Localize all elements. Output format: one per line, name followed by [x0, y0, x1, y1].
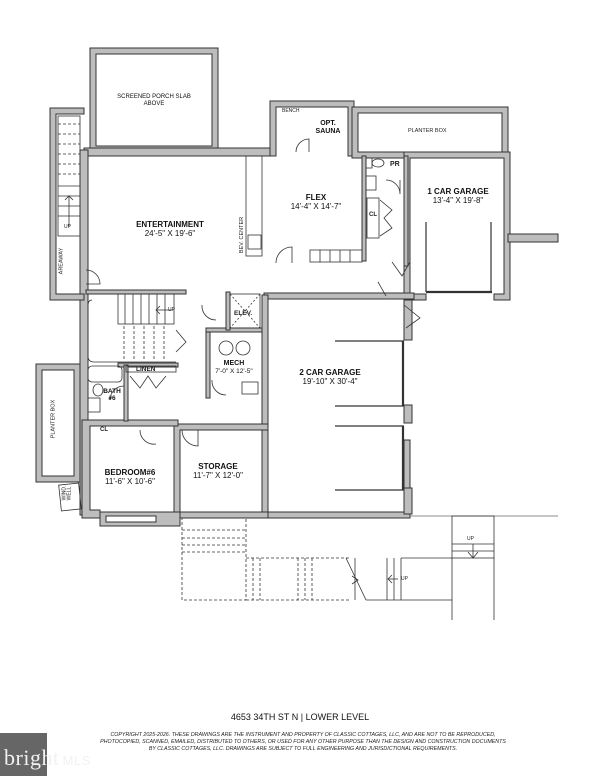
bath-sink — [87, 397, 101, 413]
room-label-flex: FLEX 14'-4" X 14'-7" — [290, 193, 342, 212]
interior-stair — [117, 293, 175, 325]
mech-left-wall — [205, 329, 211, 399]
room-label-bev-center: BEV. CENTER — [239, 216, 246, 254]
room-label-linen: LINEN — [136, 366, 156, 373]
room-label-bedroom: BEDROOM#6 11'-6" X 10'-6" — [104, 468, 156, 487]
door-swing-garage2 — [377, 281, 421, 329]
bath-toilet — [92, 383, 104, 397]
mech-unit — [241, 381, 259, 395]
linen-wall — [117, 362, 179, 368]
flex-cabinets — [309, 249, 363, 263]
water-heater-1 — [218, 340, 234, 356]
bath-right-wall — [123, 364, 129, 422]
elevator-shaft — [229, 293, 261, 329]
room-label-planter-top: PLANTER BOX — [408, 128, 447, 134]
door-swing-sauna — [295, 138, 310, 153]
bev-center-fridge — [247, 234, 262, 250]
room-label-planter-left: PLANTER BOX — [50, 399, 57, 439]
stair-up-label-areaway: UP — [64, 224, 71, 230]
bright-mls-badge — [0, 733, 47, 776]
room-label-bath: BATH #6 — [103, 388, 121, 403]
door-swing-garage1 — [391, 261, 411, 277]
bev-center-counter — [245, 155, 263, 257]
plan-title: 4653 34TH ST N | LOWER LEVEL — [230, 712, 370, 722]
mech-top-wall — [205, 327, 263, 333]
door-swing-elev — [201, 304, 217, 321]
door-swing-mech — [211, 379, 227, 396]
door-swing-flex — [275, 246, 293, 264]
bedroom-wall — [81, 419, 179, 519]
side-wall-stub — [507, 233, 559, 243]
window-well — [58, 482, 82, 512]
stair-up-label-exterior-2: UP — [467, 536, 474, 542]
door-swing-pr — [385, 179, 401, 195]
room-label-closet-bath: CL — [100, 427, 108, 433]
mid-wall — [263, 292, 415, 300]
pr-sink — [365, 175, 377, 191]
room-label-garage2: 2 CAR GARAGE 19'-10" X 30'-4" — [299, 368, 361, 387]
flex-closet — [366, 197, 380, 239]
elev-wall — [225, 291, 231, 331]
room-label-sauna: OPT. SAUNA — [315, 120, 341, 136]
stair-up-label-interior: UP — [168, 307, 175, 313]
bathtub — [87, 365, 123, 383]
garage2-right-wall-top — [403, 299, 413, 341]
room-label-closet-flex: CL — [369, 212, 377, 218]
room-label-pr: PR — [390, 161, 400, 168]
water-heater-2 — [235, 340, 251, 356]
linen-shelf — [125, 365, 177, 373]
door-swing-bath — [109, 385, 125, 401]
garage2-pier-2 — [403, 487, 413, 515]
room-label-bench: BENCH — [282, 108, 300, 114]
room-label-entertainment: ENTERTAINMENT 24'-5" X 19'-6" — [136, 220, 204, 239]
planter-left-wall — [35, 363, 81, 483]
room-label-storage: STORAGE 11'-7" X 12'-0" — [193, 462, 243, 481]
garage1-wall — [403, 151, 511, 301]
pr-toilet-tank — [365, 157, 373, 169]
room-label-areaway: AREAWAY — [58, 247, 65, 275]
door-swing-storage — [181, 429, 199, 447]
door-swing-areaway — [85, 269, 101, 285]
stair-rail — [87, 299, 176, 363]
stair-door-swing — [175, 329, 187, 353]
stair-up-label-exterior-1: UP — [401, 576, 408, 582]
door-swing-bed — [139, 429, 157, 445]
pr-toilet — [371, 158, 385, 168]
exterior-stair-dashed — [181, 517, 247, 601]
areaway-wall — [49, 107, 85, 301]
bedroom-bay — [99, 511, 181, 527]
room-label-mech: MECH 7'-0" X 12'-5" — [215, 360, 253, 376]
flex-partition — [361, 155, 367, 262]
main-top-wall — [83, 147, 275, 157]
room-label-window-well: WIND. WELL — [61, 485, 73, 501]
garage2-pier-1 — [403, 404, 413, 424]
pr-partition — [403, 155, 409, 267]
copyright-notice: COPYRIGHT 2025-2026. THESE DRAWINGS ARE … — [100, 732, 506, 753]
stair-wall — [85, 289, 187, 295]
room-label-porch: SCREENED PORCH SLAB ABOVE — [117, 94, 191, 107]
room-label-garage1: 1 CAR GARAGE 13'-4" X 19'-8" — [427, 187, 489, 206]
room-label-elevator: ELEV. — [234, 310, 253, 317]
areaway-stair — [57, 115, 81, 237]
